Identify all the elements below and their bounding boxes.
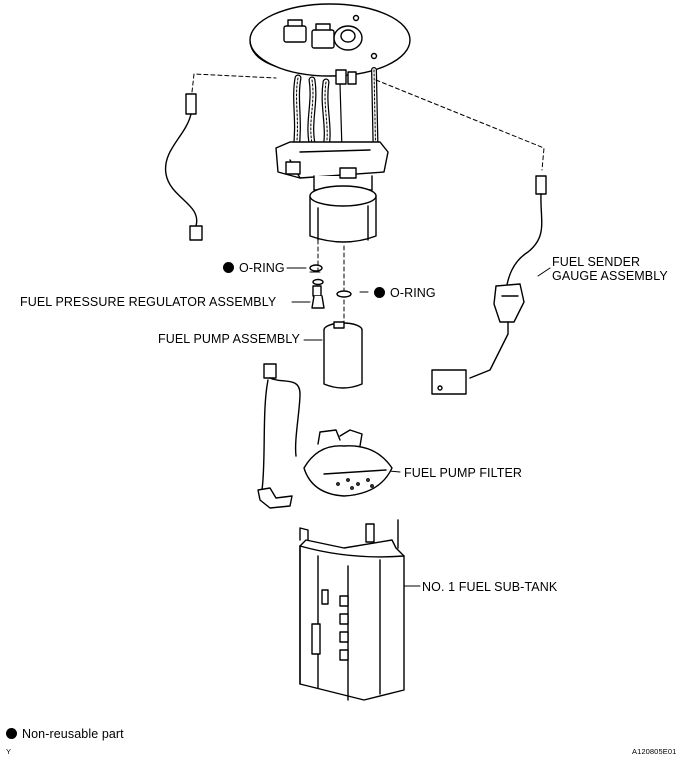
fuel-sender-gauge [431, 175, 547, 395]
legend: Non-reusable part [6, 727, 124, 741]
fuel-sub-tank-label: NO. 1 FUEL SUB-TANK [422, 580, 558, 594]
fuel-pump-filter [257, 363, 393, 509]
pressure-regulator [309, 271, 325, 309]
fuel-sub-tank [299, 519, 405, 701]
fuel-pump-assembly-label: FUEL PUMP ASSEMBLY [158, 332, 300, 346]
legend-text: Non-reusable part [22, 727, 124, 741]
figure-code: A120805E01 [632, 747, 677, 756]
suction-plate [249, 3, 411, 85]
pump-bracket [275, 141, 389, 191]
o-ring-right-label: O-RING [374, 286, 436, 300]
pump-canister [309, 185, 377, 243]
fuel-sender-gauge-label: FUEL SENDER GAUGE ASSEMBLY [552, 255, 668, 283]
non-reusable-bullet-icon [6, 728, 17, 739]
o-rings [309, 264, 352, 298]
fuel-pressure-regulator-label: FUEL PRESSURE REGULATOR ASSEMBLY [20, 295, 277, 309]
non-reusable-bullet-icon [374, 287, 385, 298]
o-ring-upper-label: O-RING [223, 261, 285, 275]
left-wire-harness [164, 93, 203, 241]
fuel-pump-filter-label: FUEL PUMP FILTER [404, 466, 523, 480]
corner-mark: Y [6, 747, 12, 756]
fuel-pump [323, 321, 363, 389]
non-reusable-bullet-icon [223, 262, 234, 273]
